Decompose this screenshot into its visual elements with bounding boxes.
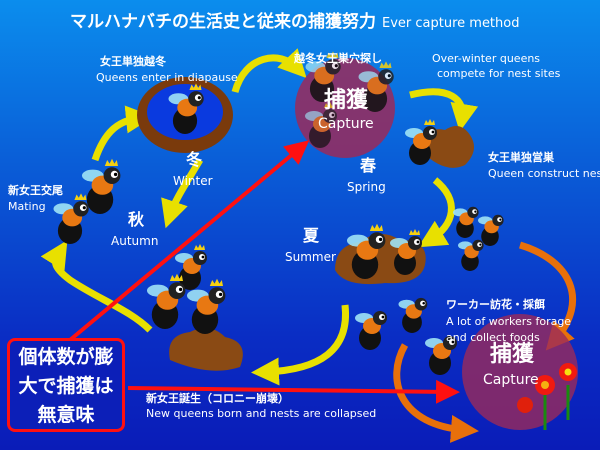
spring-label-en-2: compete for nest sites <box>437 67 561 80</box>
autumn-label-jp: 新女王交尾 <box>8 184 63 197</box>
nest-label-en: Queen construct nest <box>488 167 600 180</box>
capture-circle-summer <box>462 314 578 430</box>
flowers <box>517 363 577 430</box>
season-autumn-jp: 秋 <box>128 210 145 229</box>
capture-spring-en: Capture <box>318 116 374 132</box>
autumn-label-en: Mating <box>8 200 46 213</box>
page-title: マルハナバチの生活史と従来の捕獲努力 Ever capture method <box>70 12 519 32</box>
warning-box: 個体数が膨 大で捕獲は 無意味 <box>7 338 125 432</box>
winter-label-jp: 女王単独越冬 <box>100 55 166 68</box>
season-summer-jp: 夏 <box>303 226 320 245</box>
summer-label-jp: ワーカー訪花・採餌 <box>446 298 545 311</box>
winter-burrow <box>137 77 233 153</box>
spring-label-en-1: Over-winter queens <box>432 52 541 65</box>
warning-line-2: 大で捕獲は <box>18 375 114 397</box>
red-arrows <box>68 140 460 404</box>
warning-line-3: 無意味 <box>37 404 95 426</box>
capture-summer-jp: 捕獲 <box>490 342 535 367</box>
yellow-cycle-arrows <box>40 48 479 386</box>
title-en: Ever capture method <box>382 16 520 31</box>
capture-summer-en: Capture <box>483 372 539 388</box>
orange-arrows <box>393 241 576 443</box>
warning-line-1: 個体数が膨 <box>18 346 114 368</box>
autumn-nest <box>169 328 243 371</box>
summer-label-en-2: and collect foods <box>446 331 540 344</box>
winter-label-en: Queens enter in diapause <box>96 71 238 84</box>
spring-label-jp: 越冬女王巣穴探し <box>294 52 382 65</box>
summer-label-en-1: A lot of workers forage <box>446 315 572 328</box>
capture-spring-jp: 捕獲 <box>324 88 369 113</box>
season-spring-jp: 春 <box>360 156 377 175</box>
season-autumn-en: Autumn <box>111 234 159 248</box>
collapse-label-jp: 新女王誕生（コロニー崩壊） <box>146 392 289 405</box>
season-winter-en: Winter <box>173 174 213 188</box>
season-summer-en: Summer <box>285 250 336 264</box>
bees <box>54 51 504 375</box>
title-jp: マルハナバチの生活史と従来の捕獲努力 <box>70 12 376 32</box>
nest-label-jp: 女王単独営巣 <box>488 151 554 164</box>
collapse-label-en: New queens born and nests are collapsed <box>146 407 377 420</box>
season-winter-jp: 冬 <box>186 150 203 169</box>
season-spring-en: Spring <box>347 180 386 194</box>
